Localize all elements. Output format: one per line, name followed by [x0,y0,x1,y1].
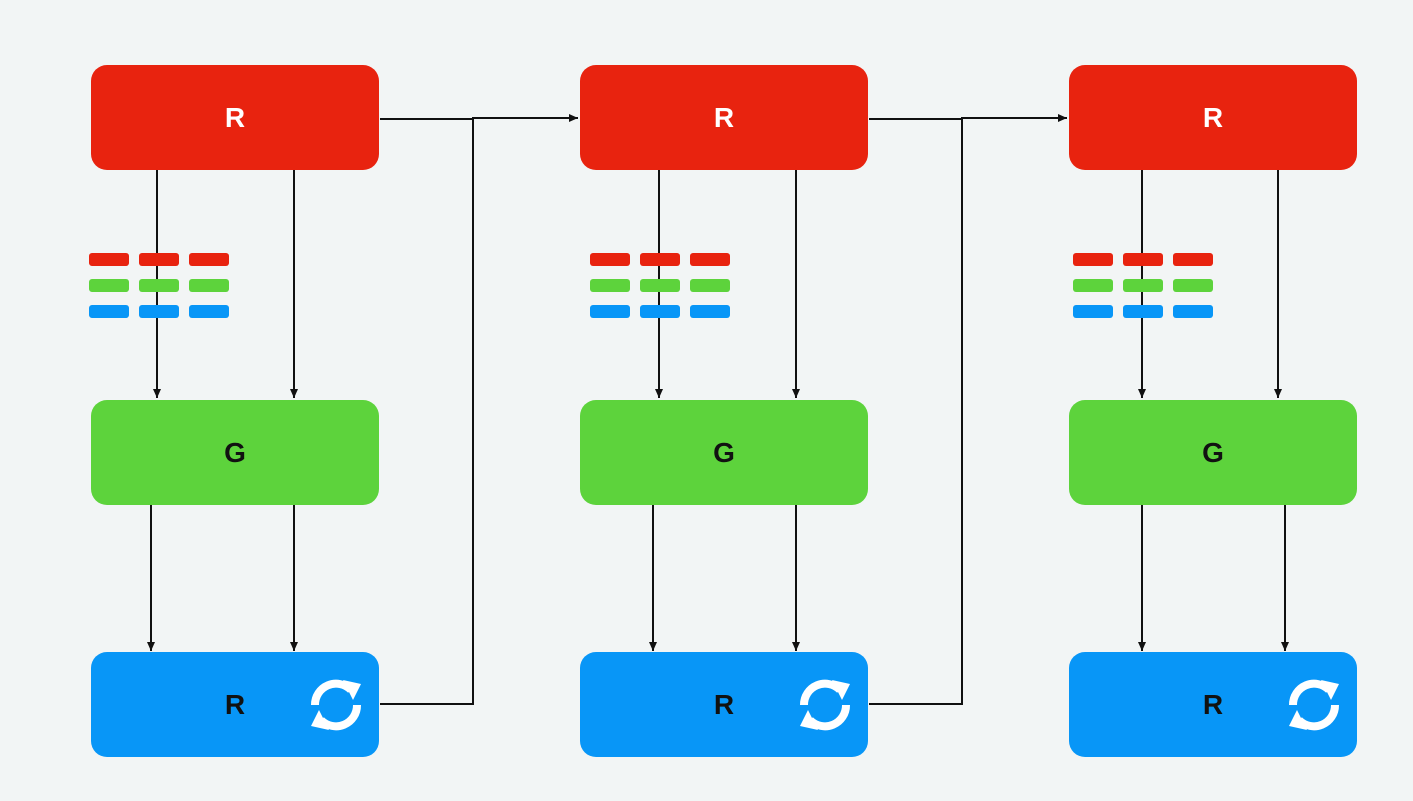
stage-3-top-box: R [1069,65,1357,170]
stage-3-top-label: R [1202,101,1224,133]
stage-1-middle-label: G [224,436,246,468]
token-chip [640,305,680,318]
refresh-icon [799,679,851,730]
token-chip [690,279,730,292]
refresh-icon [310,679,362,730]
feedback-arrow-1 [380,114,578,705]
token-chip [139,253,179,266]
stage-2-bottom-box: R [580,652,868,757]
token-chip [1123,279,1163,292]
token-chip [89,279,129,292]
stage-1-bottom-box: R [91,652,379,757]
stage-1-top-label: R [224,101,246,133]
stage-2-middle-box: G [580,400,868,505]
token-chip [189,279,229,292]
token-chip [590,305,630,318]
token-chip [139,305,179,318]
token-chip [1073,279,1113,292]
stage-3-middle-label: G [1202,436,1224,468]
stage-3-bottom-label: R [1202,688,1224,720]
token-chip [1173,253,1213,266]
stage-2-bottom-label: R [713,688,735,720]
stage-2-top-box: R [580,65,868,170]
token-chip [1123,253,1163,266]
token-chip [590,253,630,266]
token-chip [1123,305,1163,318]
token-chip [189,305,229,318]
token-chip [640,279,680,292]
token-chip [89,305,129,318]
stage-1-bottom-label: R [224,688,246,720]
feedback-arrow-2 [869,114,1067,705]
token-chip [1073,253,1113,266]
refresh-icon [1288,679,1340,730]
token-chip [1173,279,1213,292]
token-chip [1073,305,1113,318]
stage-2-middle-label: G [713,436,735,468]
token-chip [690,253,730,266]
stage-1-middle-box: G [91,400,379,505]
token-chip [1173,305,1213,318]
token-chip [139,279,179,292]
token-chip [189,253,229,266]
stage-3-bottom-box: R [1069,652,1357,757]
stage-2-top-label: R [713,101,735,133]
token-chip [590,279,630,292]
token-chip [89,253,129,266]
token-chip [640,253,680,266]
stage-3-middle-box: G [1069,400,1357,505]
stage-1-top-box: R [91,65,379,170]
token-chip [690,305,730,318]
